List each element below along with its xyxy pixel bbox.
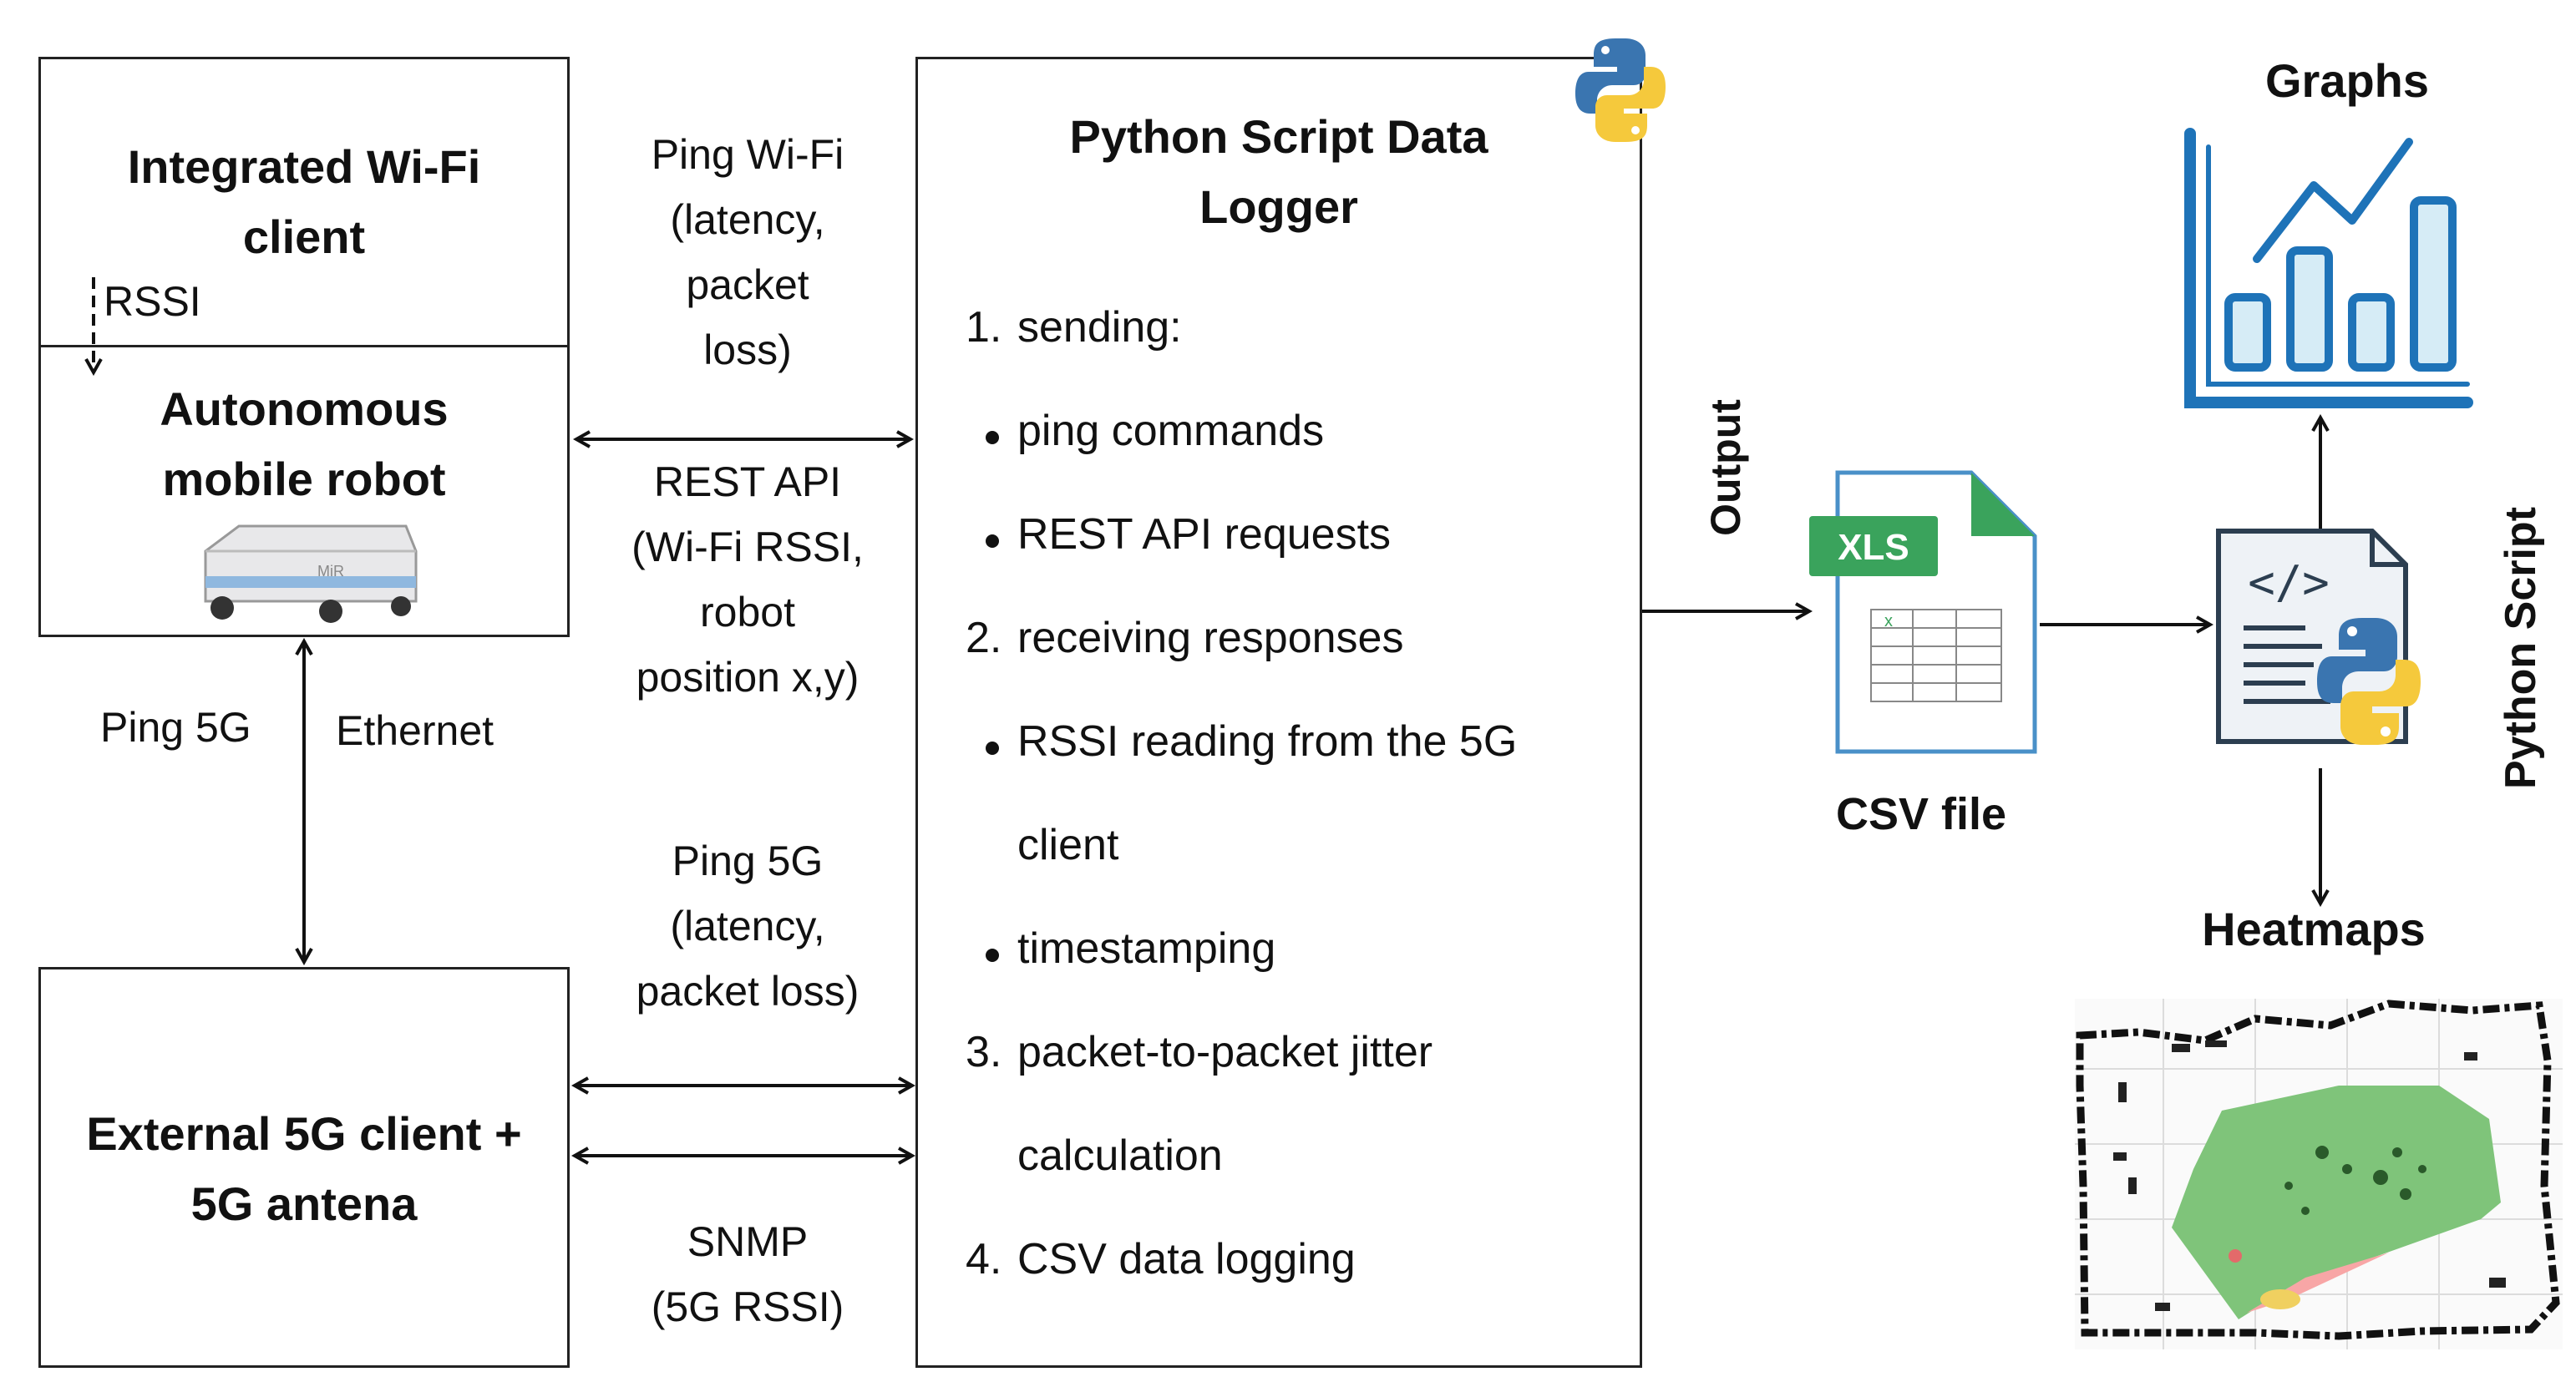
logger-item: packet-to-packet jitter [1017, 1028, 1433, 1076]
logger-item: sending: [1017, 303, 1182, 352]
logger-number: 4. [966, 1235, 1002, 1283]
logger-item: receiving responses [1017, 614, 1404, 662]
ethernet-label: Ethernet [336, 707, 494, 754]
svg-text:</>: </> [2248, 556, 2330, 609]
logger-item: REST API requests [1017, 510, 1392, 559]
csv-label: CSV file [1835, 789, 2007, 839]
logger-number: 3. [966, 1028, 1002, 1076]
logger-number: 2. [966, 614, 1002, 662]
robot-box [38, 345, 570, 637]
logger-item: client [1017, 821, 1119, 869]
python-logo-icon [1575, 38, 1666, 142]
svg-text:x: x [1884, 612, 1893, 630]
logger-item: CSV data logging [1017, 1235, 1356, 1283]
robot-title: Autonomous mobile robot [160, 382, 449, 505]
logger-item: ping commands [1017, 407, 1325, 455]
xls-file-icon: XLS x [1809, 470, 2037, 754]
robot-badge: MiR [317, 563, 344, 580]
heatmaps-label: Heatmaps [2202, 903, 2426, 955]
wifi-client-box [38, 57, 570, 347]
logger-bullet [986, 742, 999, 755]
ping-5g-label: Ping 5G(latency,packet loss) [636, 838, 860, 1015]
external-5g-box [38, 967, 570, 1368]
rssi-label: RSSI [104, 278, 201, 325]
snmp-label: SNMP(5G RSSI) [651, 1218, 844, 1330]
svg-text:XLS: XLS [1838, 527, 1909, 568]
logger-item: RSSI reading from the 5G [1017, 717, 1518, 766]
external-5g-title: External 5G client + 5G antena [86, 1107, 522, 1230]
logger-number: 1. [966, 303, 1002, 352]
ping-5g-side-label: Ping 5G [100, 704, 251, 751]
graphs-icon [2184, 128, 2473, 408]
graphs-label: Graphs [2264, 54, 2430, 107]
logger-item: calculation [1017, 1131, 1223, 1180]
logger-title: Python Script Data Logger [1069, 110, 1488, 233]
logger-bullet [986, 949, 999, 962]
robot-image [204, 524, 418, 623]
logger-bullet [986, 431, 999, 444]
logger-item: timestamping [1017, 924, 1276, 973]
heatmap-image [2075, 999, 2563, 1349]
script-document-icon: </> [2216, 529, 2421, 745]
logger-bullet [986, 534, 999, 548]
wifi-client-title: Integrated Wi-Fi client [127, 140, 481, 263]
logger-box [915, 57, 1642, 1368]
